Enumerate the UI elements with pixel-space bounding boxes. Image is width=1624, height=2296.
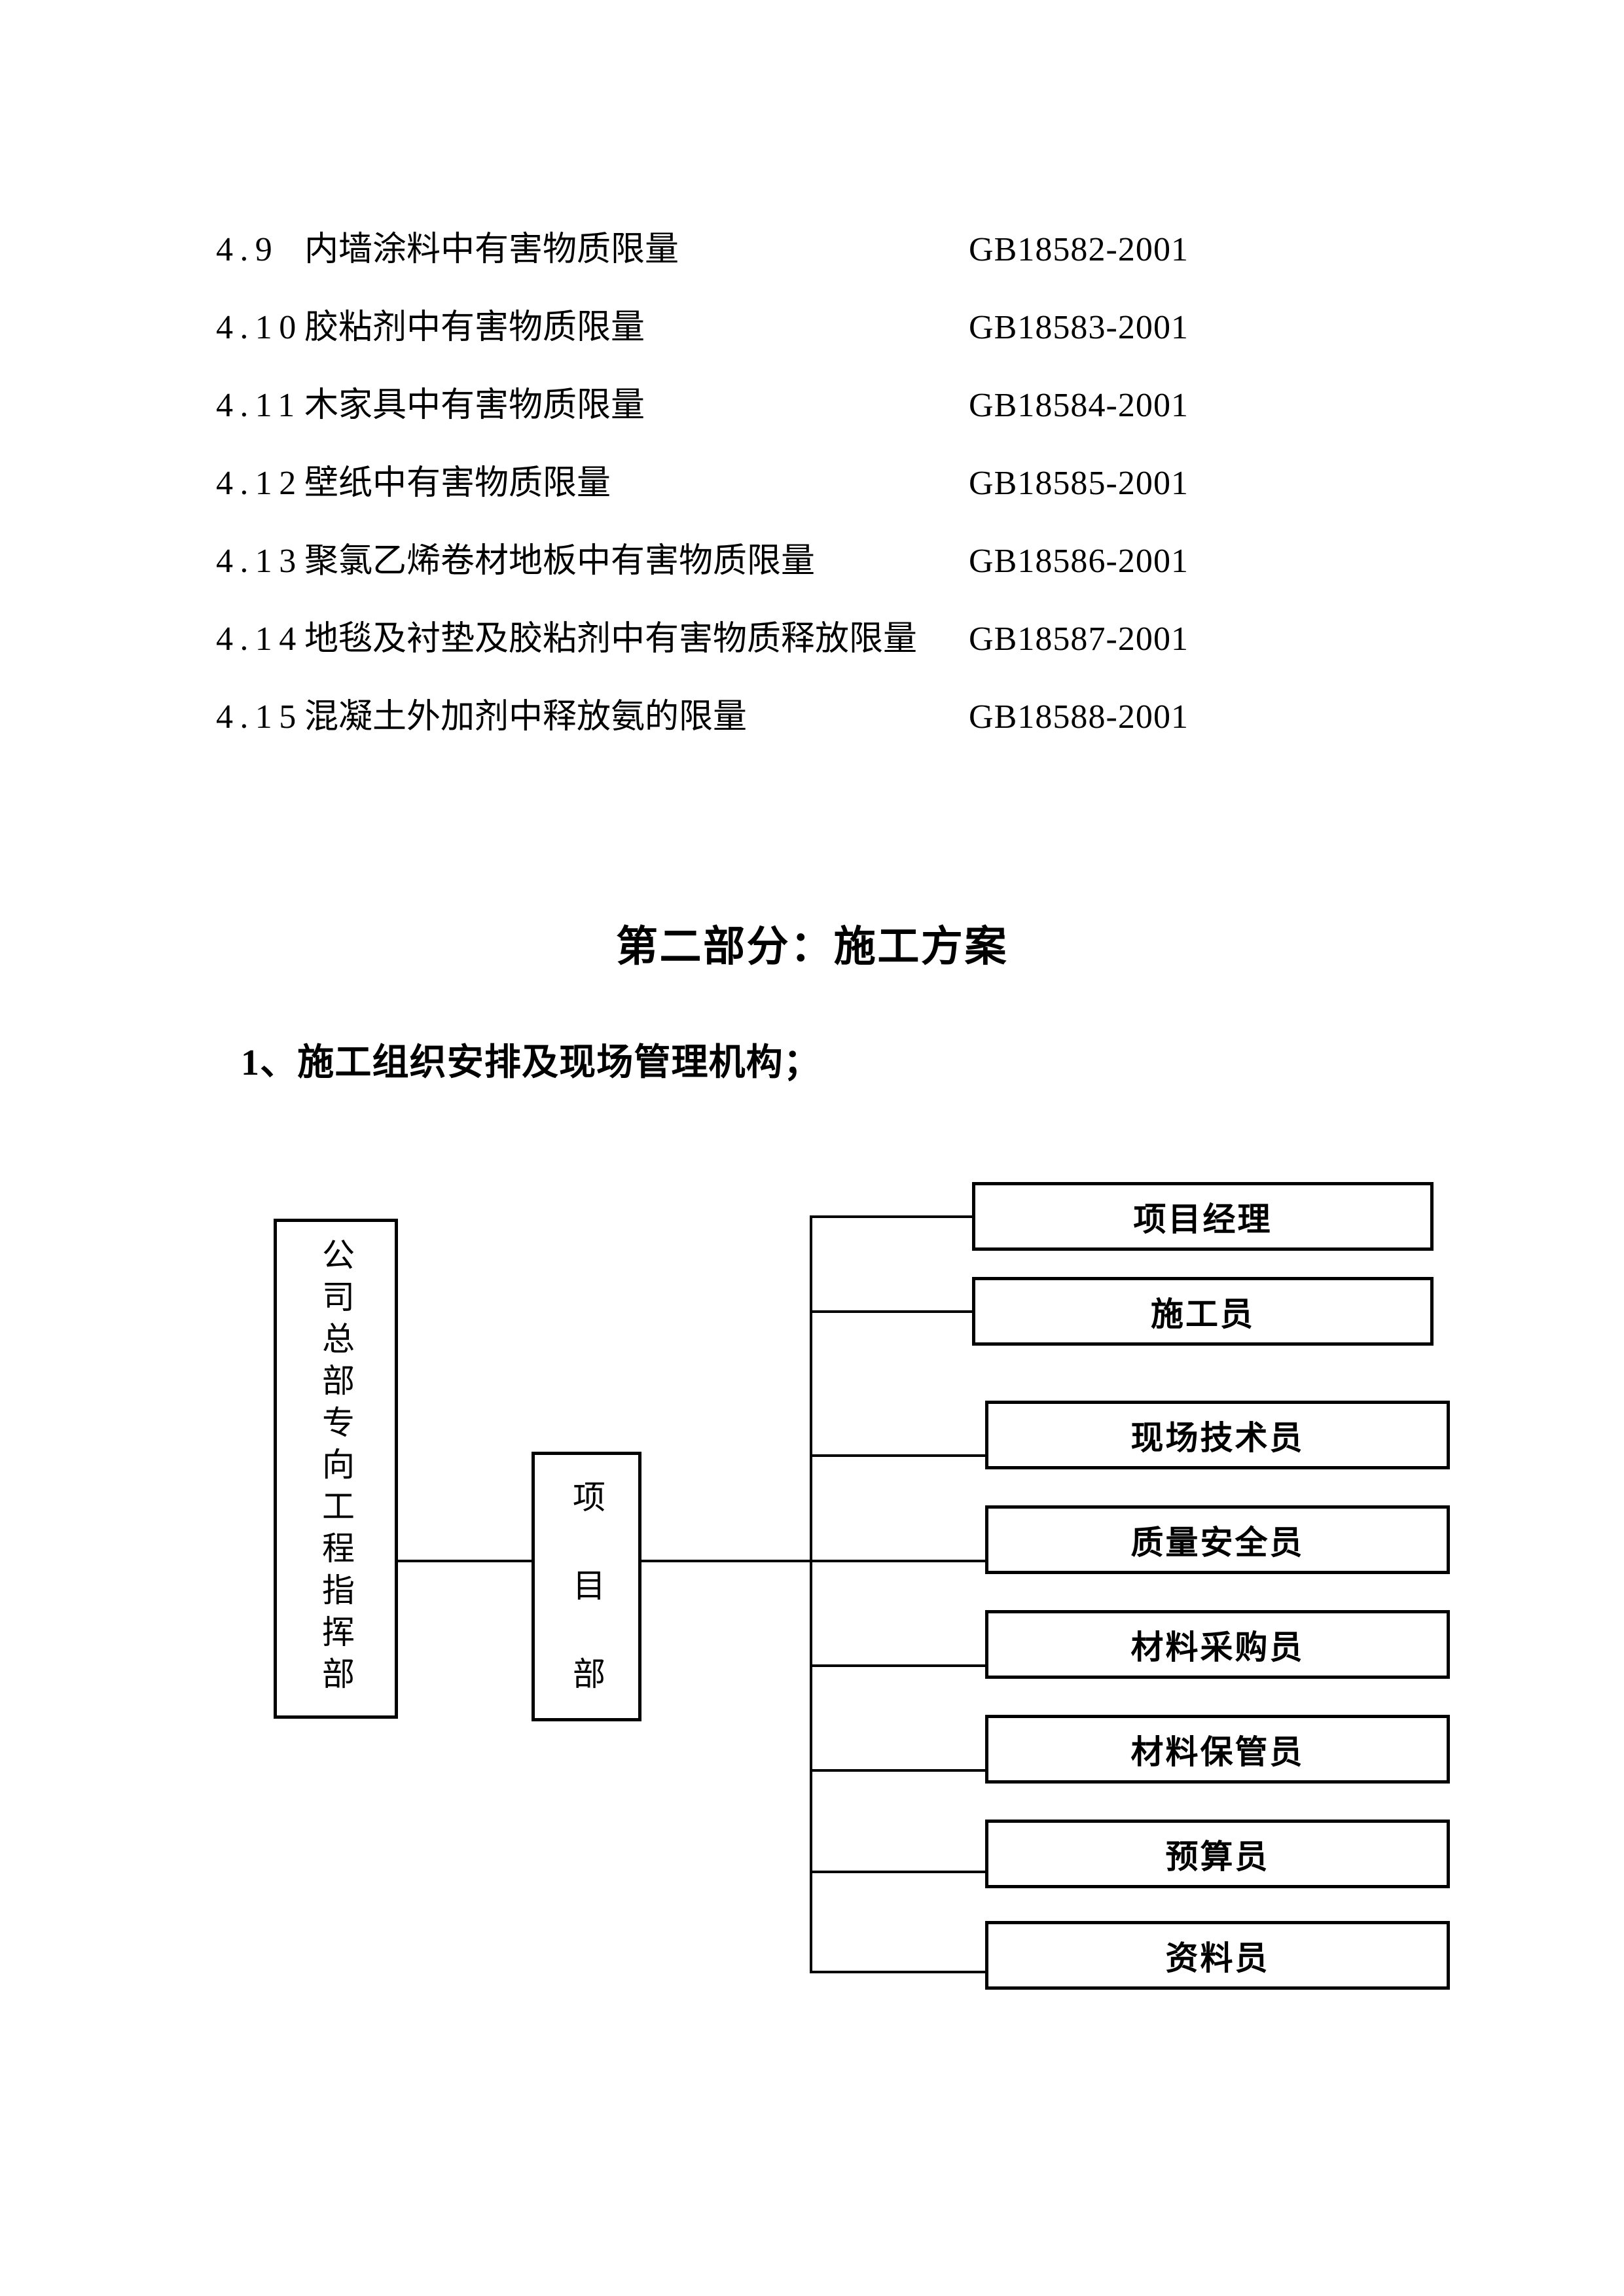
connector-role-1 — [810, 1215, 975, 1218]
org-role-box: 项目经理 — [972, 1182, 1434, 1251]
standard-row: 4.10 胶粘剂中有害物质限量 GB18583-2001 — [0, 310, 1624, 349]
standard-number: 4.11 — [216, 387, 302, 424]
section-heading: 第二部分：施工方案 — [615, 923, 1009, 970]
standard-code: GB18582-2001 — [969, 231, 1189, 268]
section-subheading: 1、施工组织安排及现场管理机构； — [241, 1043, 821, 1083]
org-role-box: 现场技术员 — [985, 1401, 1450, 1469]
standard-number: 4.13 — [216, 543, 303, 580]
org-role-label: 资料员 — [1165, 1939, 1270, 1977]
connector-role-8 — [810, 1971, 985, 1973]
org-role-box: 资料员 — [985, 1921, 1450, 1990]
standard-row: 4.11 木家具中有害物质限量 GB18584-2001 — [0, 387, 1624, 427]
standard-code: GB18583-2001 — [969, 309, 1189, 346]
org-role-box: 预算员 — [985, 1820, 1450, 1888]
connector-role-5 — [810, 1664, 985, 1667]
org-role-label: 项目经理 — [1133, 1200, 1272, 1238]
standard-title: 聚氯乙烯卷材地板中有害物质限量 — [304, 543, 816, 580]
org-role-label: 预算员 — [1165, 1838, 1270, 1875]
connector-role-3 — [810, 1454, 985, 1457]
standard-title: 内墙涂料中有害物质限量 — [304, 231, 679, 268]
org-role-label: 材料保管员 — [1130, 1733, 1305, 1770]
standard-number: 4.9 — [216, 231, 280, 268]
org-role-box: 材料采购员 — [985, 1610, 1450, 1679]
standard-title: 壁纸中有害物质限量 — [304, 465, 611, 502]
trunk-line — [810, 1215, 812, 1973]
standard-row: 4.14 地毯及衬垫及胶粘剂中有害物质释放限量 GB18587-2001 — [0, 621, 1624, 660]
standard-number: 4.12 — [216, 465, 303, 502]
org-root-label: 公司总部专向工程指挥部 — [317, 1238, 354, 1698]
org-role-label: 现场技术员 — [1130, 1419, 1305, 1456]
standard-code: GB18587-2001 — [969, 620, 1189, 658]
org-middle-label: 项目部 — [568, 1480, 605, 1745]
org-root-box: 公司总部专向工程指挥部 — [274, 1219, 398, 1719]
org-role-box: 质量安全员 — [985, 1505, 1450, 1574]
connector-role-4 — [812, 1560, 985, 1562]
connector-role-6 — [810, 1769, 985, 1772]
org-role-box: 材料保管员 — [985, 1715, 1450, 1784]
standard-title: 木家具中有害物质限量 — [304, 387, 645, 424]
standard-code: GB18588-2001 — [969, 698, 1189, 736]
standard-title: 地毯及衬垫及胶粘剂中有害物质释放限量 — [304, 620, 918, 658]
connector-middle-trunk — [641, 1560, 812, 1562]
standard-row: 4.12 壁纸中有害物质限量 GB18585-2001 — [0, 465, 1624, 505]
standard-row: 4.13 聚氯乙烯卷材地板中有害物质限量 GB18586-2001 — [0, 543, 1624, 583]
connector-role-7 — [810, 1871, 985, 1873]
standard-code: GB18585-2001 — [969, 465, 1189, 502]
connector-root-middle — [398, 1560, 532, 1562]
org-role-box: 施工员 — [972, 1277, 1434, 1346]
org-role-label: 质量安全员 — [1130, 1524, 1305, 1561]
connector-role-2 — [810, 1310, 975, 1313]
org-role-label: 材料采购员 — [1130, 1628, 1305, 1666]
standard-title: 混凝土外加剂中释放氨的限量 — [304, 698, 748, 736]
org-role-label: 施工员 — [1151, 1295, 1255, 1333]
standard-code: GB18586-2001 — [969, 543, 1189, 580]
standard-number: 4.15 — [216, 698, 303, 736]
standard-row: 4.9 内墙涂料中有害物质限量 GB18582-2001 — [0, 232, 1624, 271]
standard-number: 4.10 — [216, 309, 303, 346]
org-middle-box: 项目部 — [532, 1452, 641, 1745]
standard-number: 4.14 — [216, 620, 303, 658]
standard-row: 4.15 混凝土外加剂中释放氨的限量 GB18588-2001 — [0, 699, 1624, 738]
standard-title: 胶粘剂中有害物质限量 — [304, 309, 645, 346]
standard-code: GB18584-2001 — [969, 387, 1189, 424]
